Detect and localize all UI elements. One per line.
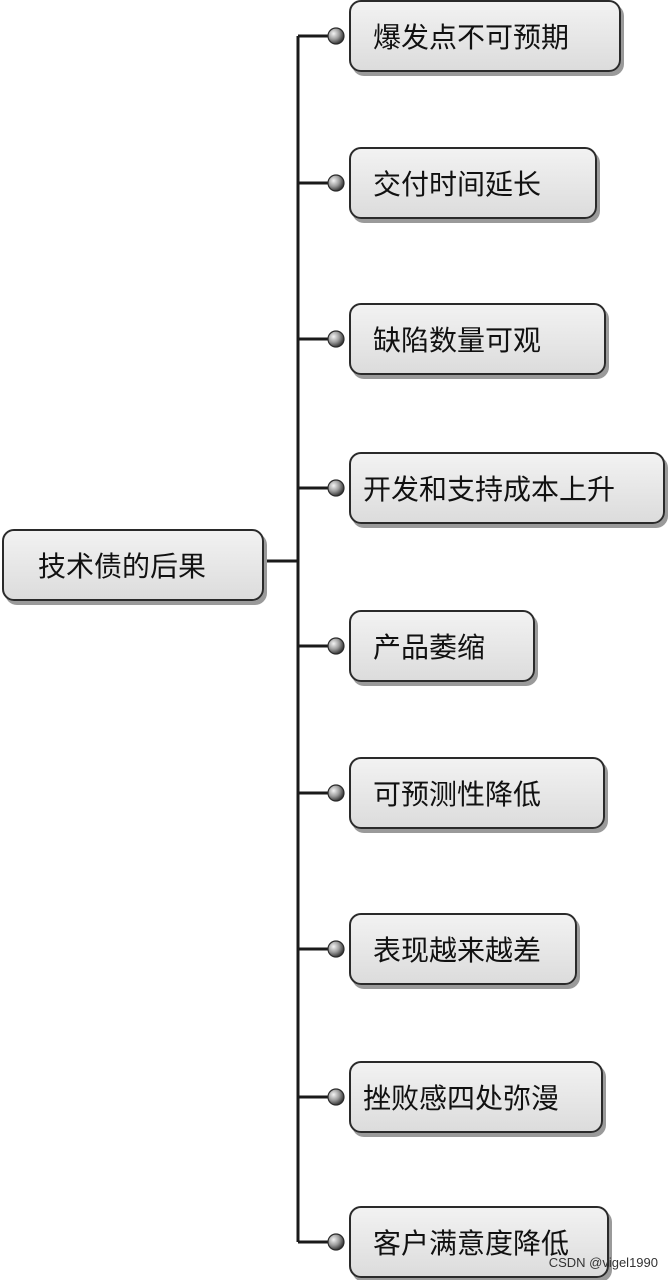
branch-node-6: 可预测性降低 (349, 757, 605, 829)
branch-label: 交付时间延长 (373, 168, 542, 201)
branch-node-9: 客户满意度降低 (349, 1206, 609, 1278)
branch-label: 客户满意度降低 (373, 1227, 570, 1260)
connector-knob-icon (327, 637, 345, 655)
branch-label: 产品萎缩 (373, 631, 486, 664)
branch-label: 可预测性降低 (373, 778, 542, 811)
branch-node-4: 开发和支持成本上升 (349, 452, 665, 524)
connector-knob-icon (327, 330, 345, 348)
branch-label: 表现越来越差 (373, 934, 542, 967)
branch-node-2: 交付时间延长 (349, 147, 597, 219)
branch-node-5: 产品萎缩 (349, 610, 535, 682)
branch-node-8: 挫败感四处弥漫 (349, 1061, 603, 1133)
watermark: CSDN @vigel1990 (548, 1255, 658, 1270)
branch-label: 挫败感四处弥漫 (363, 1082, 560, 1115)
branch-label: 缺陷数量可观 (373, 324, 542, 357)
root-node-label: 技术债的后果 (38, 550, 207, 583)
root-node: 技术债的后果 (2, 529, 264, 601)
connector-knob-icon (327, 27, 345, 45)
connector-knob-icon (327, 784, 345, 802)
connector-knob-icon (327, 1088, 345, 1106)
branch-label: 开发和支持成本上升 (363, 473, 616, 506)
branch-node-3: 缺陷数量可观 (349, 303, 606, 375)
connector-knob-icon (327, 940, 345, 958)
branch-label: 爆发点不可预期 (373, 21, 570, 54)
connector-knob-icon (327, 174, 345, 192)
branch-node-1: 爆发点不可预期 (349, 0, 621, 72)
branch-node-7: 表现越来越差 (349, 913, 577, 985)
connector-knob-icon (327, 1233, 345, 1251)
connector-knob-icon (327, 479, 345, 497)
